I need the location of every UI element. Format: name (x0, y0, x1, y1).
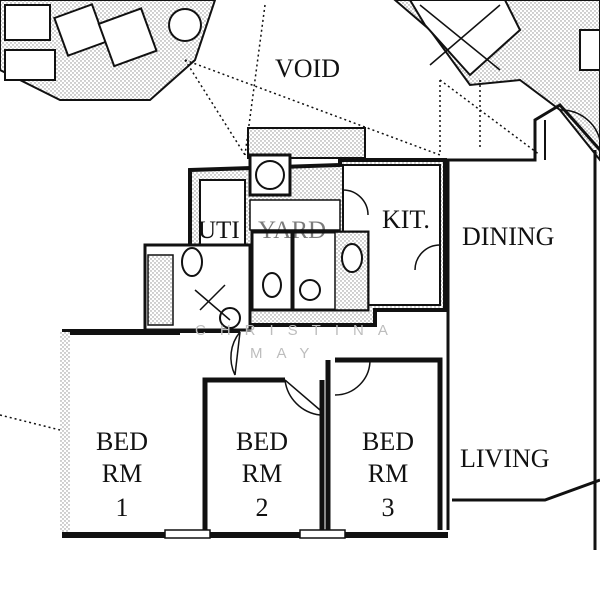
bedroom-1-line-2: RM (102, 459, 142, 488)
bedroom-3-line-1: BED (362, 427, 414, 456)
bedroom-2-line-1: BED (236, 427, 288, 456)
yard-label: YARD (258, 217, 326, 244)
service-core (143, 127, 447, 332)
dining-label: DINING (462, 222, 554, 251)
watermark-line-1: CHRISTINA (195, 322, 402, 339)
bedroom-block (60, 329, 448, 539)
utility-label: UTI (198, 217, 240, 244)
bedroom-2-line-3: 2 (256, 493, 269, 522)
living-label: LIVING (460, 444, 550, 473)
bedroom-1-label: BED RM 1 (96, 427, 148, 522)
bedroom-1-line-1: BED (96, 427, 148, 456)
bedroom-1-line-3: 1 (116, 493, 129, 522)
bedroom-3-line-2: RM (368, 459, 408, 488)
bedroom-2-label: BED RM 2 (236, 427, 288, 522)
bedroom-3-label: BED RM 3 (362, 427, 414, 522)
main-outline (445, 103, 600, 550)
bedroom-3-line-3: 3 (382, 493, 395, 522)
neighbour-unit-top-right (393, 0, 600, 162)
kitchen-label: KIT. (382, 205, 430, 234)
void-label: VOID (275, 54, 340, 83)
neighbour-unit-top-left (0, 0, 217, 101)
bedroom-2-line-2: RM (242, 459, 282, 488)
watermark-line-2: MAY (250, 345, 323, 362)
